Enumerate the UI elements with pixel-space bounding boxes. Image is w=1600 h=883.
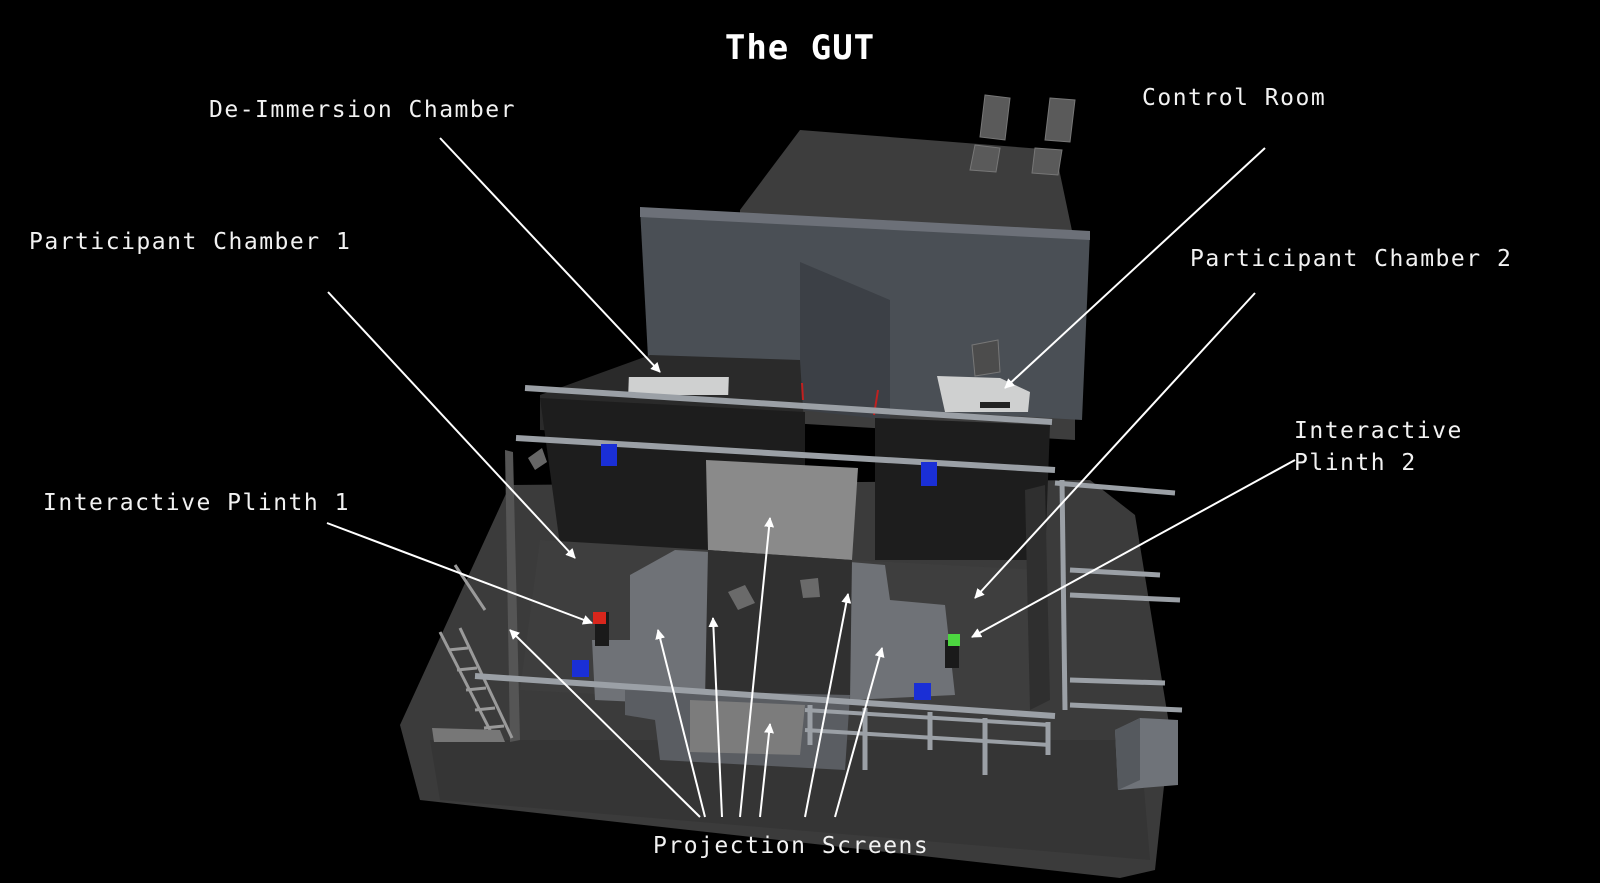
arrow-participant-chamber-1 bbox=[327, 291, 576, 559]
arrow-interactive-plinth-1 bbox=[326, 522, 593, 625]
arrow-projection-screen-2 bbox=[655, 629, 706, 818]
wall-fixture bbox=[528, 448, 547, 470]
projection-screen-center-back bbox=[706, 460, 858, 560]
label-participant-chamber-2: Participant Chamber 2 bbox=[1190, 246, 1513, 272]
plinth-1-indicator bbox=[593, 612, 606, 624]
de-immersion-bench bbox=[628, 377, 729, 395]
blue-box bbox=[914, 683, 931, 700]
front-rail bbox=[474, 673, 1056, 719]
arrow-projection-screen-5 bbox=[759, 723, 775, 818]
right-side-wall bbox=[1025, 485, 1050, 710]
keyboard-icon bbox=[980, 402, 1010, 408]
right-side-rails bbox=[1054, 479, 1183, 713]
arrow-participant-chamber-2 bbox=[974, 292, 1256, 599]
participant-chamber-2-wall bbox=[875, 418, 1050, 560]
left-side-wall bbox=[505, 450, 520, 742]
arrow-control-room bbox=[1004, 147, 1266, 389]
middle-rail bbox=[515, 435, 1056, 473]
back-wall-top bbox=[640, 207, 1090, 240]
arrow-projection-screen-3 bbox=[708, 617, 723, 818]
interactive-plinth-2 bbox=[945, 640, 959, 668]
floor-object bbox=[800, 578, 820, 598]
label-control-room: Control Room bbox=[1142, 85, 1327, 111]
arrow-projection-screen-1 bbox=[509, 629, 701, 818]
label-interactive-plinth-2-line2: Plinth 2 bbox=[1294, 450, 1417, 476]
projection-screen-center-floor bbox=[705, 550, 852, 700]
storage-box-side bbox=[1115, 718, 1140, 790]
label-de-immersion-chamber: De-Immersion Chamber bbox=[209, 97, 516, 123]
control-chair-icon bbox=[971, 339, 1001, 377]
red-marker bbox=[801, 382, 804, 401]
arrow-projection-screen-4 bbox=[739, 517, 775, 818]
floor-object bbox=[728, 585, 755, 610]
projection-screen-left bbox=[592, 550, 710, 705]
label-participant-chamber-1: Participant Chamber 1 bbox=[29, 229, 352, 255]
diagram-title: The GUT bbox=[724, 28, 876, 68]
label-interactive-plinth-1: Interactive Plinth 1 bbox=[43, 490, 350, 516]
chair-icon bbox=[969, 94, 1076, 176]
blue-box bbox=[921, 462, 937, 486]
back-wall-shade bbox=[800, 262, 890, 420]
arrow-interactive-plinth-2 bbox=[971, 459, 1296, 638]
label-projection-screens: Projection Screens bbox=[653, 833, 930, 859]
rail-posts bbox=[807, 705, 1051, 775]
arrow-projection-screen-7 bbox=[834, 647, 885, 818]
plinth-2-indicator bbox=[948, 634, 960, 646]
left-step bbox=[432, 728, 505, 742]
blue-box bbox=[601, 444, 617, 466]
arrow-de-immersion-chamber bbox=[439, 137, 661, 373]
annotation-arrows bbox=[326, 137, 1296, 818]
label-interactive-plinth-2-line1: Interactive bbox=[1294, 418, 1463, 444]
upper-rail bbox=[524, 385, 1053, 425]
arrow-projection-screen-6 bbox=[804, 593, 852, 818]
platform-lower-shadow bbox=[430, 740, 1150, 860]
blue-box bbox=[572, 660, 589, 677]
